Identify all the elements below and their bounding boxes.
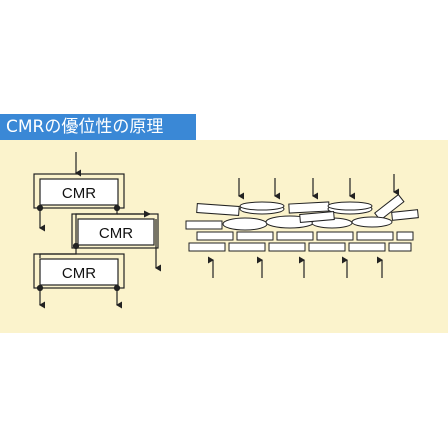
particle [222,217,268,231]
plate [308,242,346,252]
plate [388,242,412,252]
plate [196,203,240,216]
cmr-outer-frame-1 [33,173,125,209]
plate [356,231,394,241]
plate [288,201,330,214]
particle [239,201,285,211]
junction-dot [36,284,44,292]
cmr-flow-diagram [33,152,161,309]
junction-dot [113,284,121,292]
cmr-outer-frame-3 [33,253,125,289]
particle [351,216,393,228]
cmr-label-2: CMR [99,225,133,242]
plate [391,209,419,221]
plate [196,231,234,241]
particle-layer-diagram [185,174,419,278]
cmr-outer-frame-2 [71,213,159,249]
plate [228,242,266,252]
cmr-label-1: CMR [62,185,96,202]
plate [299,210,335,224]
plate [374,193,405,221]
page-title: CMRの優位性の原理 [0,114,196,140]
junction-dot [36,204,44,212]
plate [185,220,223,230]
plate [348,242,386,252]
connector-line [39,246,77,258]
particle [327,201,373,211]
cmr-box-1 [39,178,119,206]
cmr-box-3 [39,258,119,286]
plate [276,231,314,241]
cmr-label-3: CMR [62,265,96,282]
plate [236,231,274,241]
cmr-box-2 [77,218,155,246]
plate [188,242,226,252]
plate [316,231,354,241]
plate [396,231,414,241]
plate [268,242,306,252]
